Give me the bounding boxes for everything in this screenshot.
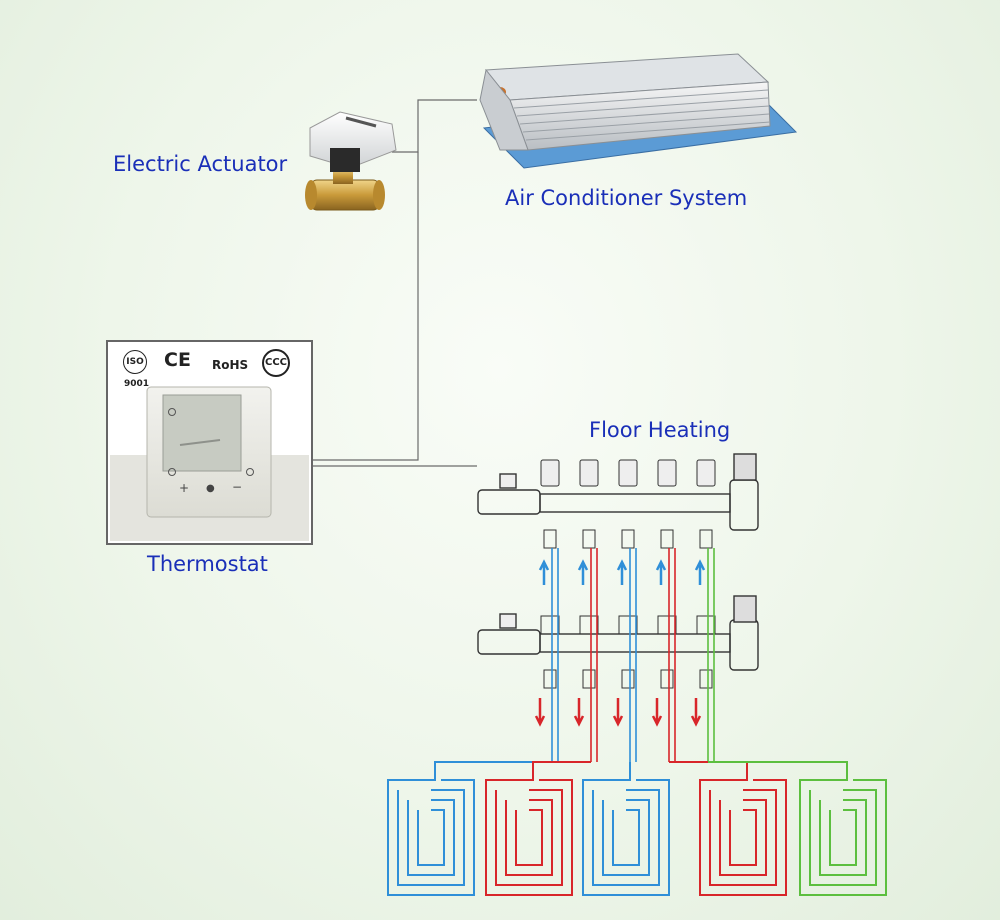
floor-heating-label: Floor Heating (589, 418, 731, 442)
floor-loop-outer (669, 761, 787, 896)
return-outlet (543, 669, 557, 689)
supply-manifold (477, 453, 759, 531)
floor-loop-coil (709, 789, 777, 886)
actuator-valve (305, 168, 385, 211)
supply-outlet (699, 529, 713, 549)
rohs-mark: RoHS (212, 358, 249, 372)
return-outlet (660, 669, 674, 689)
manifold-actuator-head (579, 459, 599, 487)
return-flow-arrow (690, 698, 702, 727)
floor-loop-coil (495, 789, 563, 886)
return-outlet (699, 669, 713, 689)
floor-loop-outer (485, 761, 591, 896)
floor-loop-coil (829, 809, 857, 866)
flow-meter (618, 615, 638, 635)
floor-loop-coil (719, 799, 767, 876)
electric-actuator-label: Electric Actuator (113, 152, 288, 176)
floor-loop-coil (729, 809, 757, 866)
floor-loop-coil (407, 799, 455, 876)
flow-meter (540, 615, 560, 635)
return-outlet (582, 669, 596, 689)
return-flow-arrow (573, 698, 585, 727)
manifold-actuator-head (657, 459, 677, 487)
return-manifold (477, 595, 759, 671)
actuator-motor (309, 111, 397, 172)
floor-loop-coil (819, 799, 867, 876)
supply-flow-arrow (655, 559, 667, 585)
supply-flow-arrow (694, 559, 706, 585)
thermostat-timer-icon (168, 408, 176, 416)
return-flow-arrow (651, 698, 663, 727)
thermostat-fan-icon (168, 468, 176, 476)
floor-loop-outer (708, 761, 887, 896)
floor-loop-coil (612, 809, 640, 866)
air-conditioner-label: Air Conditioner System (505, 186, 748, 210)
actuator-wire (392, 99, 477, 153)
supply-outlet (660, 529, 674, 549)
floor-loop-outer (582, 762, 670, 896)
supply-outlet (543, 529, 557, 549)
floor-loop-outer (387, 761, 552, 896)
floor-loop-coil (417, 809, 445, 866)
manifold-actuator-head (540, 459, 560, 487)
floor-loop-coil (809, 789, 877, 886)
thermostat-label: Thermostat (147, 552, 268, 576)
manifold-actuator-head (696, 459, 716, 487)
thermostat-minus-button: − (232, 480, 243, 494)
supply-flow-arrow (538, 559, 550, 585)
floor-loop-coil (505, 799, 553, 876)
return-flow-arrow (534, 698, 546, 727)
thermostat-plus-button: + (179, 481, 190, 495)
floor-loop-coil (397, 789, 465, 886)
thermostat-screen (162, 394, 242, 472)
supply-flow-arrow (616, 559, 628, 585)
return-outlet (621, 669, 635, 689)
ccc-mark: CCC (262, 349, 290, 377)
ce-mark: CE (164, 349, 191, 371)
iso-9001-badge: ISO 9001 (123, 350, 149, 389)
floor-loop-coil (515, 809, 543, 866)
thermostat-mode-button: ● (206, 483, 215, 494)
supply-outlet (582, 529, 596, 549)
flow-meter (579, 615, 599, 635)
supply-outlet (621, 529, 635, 549)
thermostat-ac-wire (310, 152, 419, 461)
supply-flow-arrow (577, 559, 589, 585)
thermostat-power-icon (246, 468, 254, 476)
return-flow-arrow (612, 698, 624, 727)
floor-loop-coil (592, 789, 660, 886)
flow-meter (657, 615, 677, 635)
flow-meter (696, 615, 716, 635)
manifold-actuator-head (618, 459, 638, 487)
floor-loop-coil (602, 799, 650, 876)
